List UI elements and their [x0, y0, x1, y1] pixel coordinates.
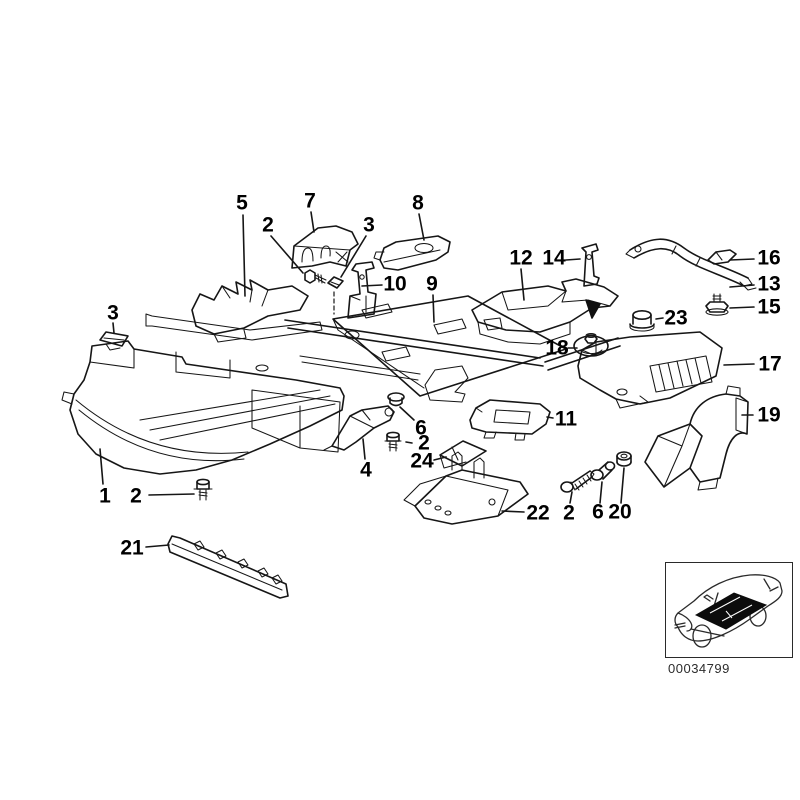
part-24-shim-drawing — [439, 440, 487, 469]
callout-14[interactable]: 14 — [542, 246, 566, 270]
callout-1[interactable]: 1 — [99, 484, 111, 508]
part-6-grommet-mid-drawing — [387, 392, 405, 407]
part-12-foam-drawing — [471, 278, 619, 345]
part-7-bracket-drawing — [291, 225, 359, 269]
part-19-wheel-arch-drawing — [644, 385, 749, 491]
part-11-plate-drawing — [469, 399, 551, 441]
part-3-clip-top-drawing — [327, 276, 344, 315]
callout-6a[interactable]: 6 — [415, 416, 427, 440]
part-9-floor-panel-drawing — [332, 295, 567, 397]
part-16-clip-drawing — [707, 249, 737, 265]
vehicle-thumbnail — [665, 562, 793, 658]
part-13-strap-drawing — [625, 238, 757, 291]
callout-2b[interactable]: 2 — [418, 431, 430, 455]
callout-9[interactable]: 9 — [426, 272, 438, 296]
callout-3a[interactable]: 3 — [363, 213, 375, 237]
callout-13[interactable]: 13 — [757, 272, 781, 296]
callout-21[interactable]: 21 — [120, 536, 144, 560]
part-2-screw-bottom-drawing — [560, 470, 595, 493]
part-21-strip-drawing — [167, 535, 289, 599]
callout-8[interactable]: 8 — [412, 191, 424, 215]
part-3-clip-left-drawing — [99, 331, 129, 351]
callout-20[interactable]: 20 — [608, 500, 632, 524]
callout-16[interactable]: 16 — [757, 246, 781, 270]
part-14-bracket-drawing — [581, 243, 600, 287]
callout-24[interactable]: 24 — [410, 449, 434, 473]
callout-6b[interactable]: 6 — [592, 500, 604, 524]
part-17-panel-drawing — [577, 331, 723, 409]
callout-10[interactable]: 10 — [383, 272, 407, 296]
part-2-bolt-mid-drawing — [384, 431, 402, 452]
callout-18[interactable]: 18 — [545, 336, 569, 360]
callout-4[interactable]: 4 — [360, 458, 372, 482]
callout-19[interactable]: 19 — [757, 403, 781, 427]
callout-3b[interactable]: 3 — [107, 301, 119, 325]
callout-12[interactable]: 12 — [509, 246, 533, 270]
part-22-skid-plate-drawing — [403, 451, 529, 525]
callout-5[interactable]: 5 — [236, 191, 248, 215]
part-20-nut-drawing — [616, 451, 632, 467]
callout-22[interactable]: 22 — [526, 501, 550, 525]
callout-17[interactable]: 17 — [758, 352, 782, 376]
part-23-cap-nut-drawing — [629, 309, 655, 332]
callout-11[interactable]: 11 — [554, 407, 578, 431]
leader-lines — [99, 211, 755, 548]
part-15-bolt-drawing — [705, 293, 729, 316]
part-8-plate-drawing — [373, 235, 451, 271]
callout-2d[interactable]: 2 — [563, 501, 575, 525]
callout-2a[interactable]: 2 — [262, 213, 274, 237]
part-4-bracket-drawing — [323, 405, 395, 451]
callout-15[interactable]: 15 — [757, 295, 781, 319]
part-5-duct-drawing — [191, 279, 309, 343]
frame-rails-drawing — [145, 313, 621, 453]
vehicle-outline-icon — [674, 574, 783, 648]
part-2-bolt-left-drawing — [193, 478, 213, 501]
callout-7[interactable]: 7 — [304, 189, 316, 213]
callout-23[interactable]: 23 — [664, 306, 688, 330]
diagram-code: 00034799 — [668, 661, 730, 676]
part-2-bolt-top-drawing — [304, 269, 327, 284]
part-1-front-shield-drawing — [61, 340, 345, 475]
callout-2c[interactable]: 2 — [130, 484, 142, 508]
part-6-plug-bottom-drawing — [590, 461, 616, 481]
highlight-area — [694, 592, 768, 630]
